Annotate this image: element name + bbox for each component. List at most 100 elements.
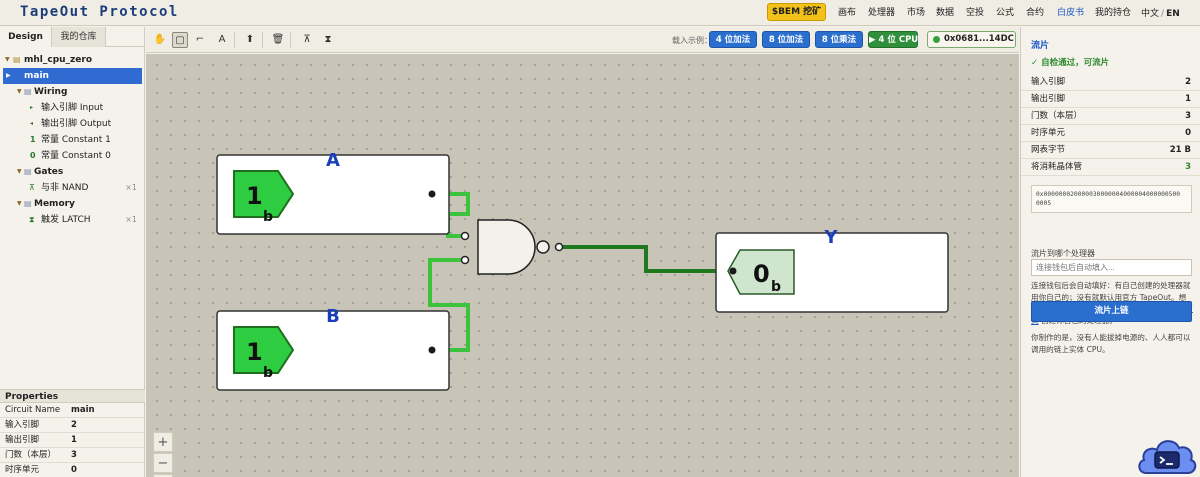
zoom-out-icon[interactable]: −: [153, 453, 173, 473]
example-4bit-cpu-button[interactable]: ▶ 4 位 CPU: [868, 31, 918, 48]
property-key: 时序单元: [5, 465, 40, 475]
chevron-down-icon[interactable]: ▼: [17, 168, 22, 175]
nand-gate[interactable]: [460, 219, 564, 275]
component-tree: ▼ ▤ mhl_cpu_zero ▶ main ▼ ▤ Wiring ▸ 输入引…: [0, 52, 145, 228]
input-a-unit: b: [263, 209, 273, 225]
stat-key: 输出引脚: [1031, 94, 1066, 104]
wire-b-to-nand[interactable]: [428, 258, 470, 352]
nav-data[interactable]: 数据: [936, 8, 955, 18]
latch-tool-icon[interactable]: ⧗: [324, 34, 332, 45]
tree-item-latch[interactable]: ⧗ 触发 LATCH ×1: [0, 212, 145, 228]
pin-tool-icon[interactable]: ⬆: [245, 34, 255, 45]
circuit-canvas[interactable]: 1 b A 1 b B: [146, 54, 1019, 477]
stat-value: 1: [1185, 94, 1191, 104]
nand-tool-icon[interactable]: ⊼: [303, 34, 311, 45]
stat-value: 3: [1185, 162, 1191, 172]
tree-item-input[interactable]: ▸ 输入引脚 Input: [0, 100, 145, 116]
nav-whitepaper[interactable]: 白皮书: [1057, 8, 1085, 18]
nav-formula[interactable]: 公式: [996, 8, 1015, 18]
property-value: 3: [71, 450, 77, 460]
app-logo[interactable]: TapeOut Protocol: [20, 4, 179, 20]
hand-tool-icon[interactable]: ✋: [153, 34, 167, 45]
left-tabs: Design 我的仓库: [0, 27, 145, 47]
target-processor-input[interactable]: [1031, 259, 1192, 276]
chevron-down-icon[interactable]: ▼: [17, 200, 22, 207]
tree-group-gates-label: Gates: [34, 167, 64, 177]
nav-market[interactable]: 市场: [907, 8, 926, 18]
tapeout-footer-note: 你制作的是，没有人能拔掉电源的、人人都可以调用的链上实体 CPU。: [1031, 333, 1191, 354]
tree-item-output[interactable]: ◂ 输出引脚 Output: [0, 116, 145, 132]
input-a-name: A: [326, 150, 340, 171]
tree-group-wiring[interactable]: ▼ ▤ Wiring: [0, 84, 145, 100]
wire-nand-to-y[interactable]: [560, 245, 732, 273]
wallet-address-button[interactable]: 0x0681...14DC: [927, 31, 1016, 48]
stat-value: 3: [1185, 111, 1191, 121]
example-8bit-adder-button[interactable]: 8 位加法: [762, 31, 810, 48]
tree-item-const1[interactable]: 1 常量 Constant 1: [0, 132, 145, 148]
stat-key: 输入引脚: [1031, 77, 1066, 87]
nav-my-holdings[interactable]: 我的持仓: [1095, 8, 1132, 18]
input-pin-a[interactable]: [216, 154, 450, 235]
tab-my-repo[interactable]: 我的仓库: [52, 27, 106, 47]
language-switch: 中文/EN: [1141, 6, 1180, 19]
tree-project[interactable]: ▼ ▤ mhl_cpu_zero: [0, 52, 145, 68]
fit-view-icon[interactable]: ⛶: [153, 474, 173, 477]
tree-item-nand[interactable]: ⊼ 与非 NAND ×1: [0, 180, 145, 196]
toolbar-divider: [234, 32, 235, 48]
property-key: 门数（本层）: [5, 450, 57, 460]
text-tool-icon[interactable]: A: [218, 34, 226, 45]
input-pin-b[interactable]: [216, 310, 450, 391]
folder-icon: ▤: [13, 55, 21, 64]
tab-design[interactable]: Design: [0, 27, 52, 47]
stat-key: 时序单元: [1031, 128, 1066, 138]
tree-item-const0[interactable]: 0 常量 Constant 0: [0, 148, 145, 164]
output-y-value: 0: [753, 260, 770, 288]
stat-row: 门数（本层）3: [1021, 108, 1200, 125]
arrow-right-icon: ▸: [30, 104, 34, 111]
wire-a-to-nand[interactable]: [432, 192, 470, 238]
input-b-value: 1: [246, 338, 263, 366]
example-8bit-multiplier-button[interactable]: 8 位乘法: [815, 31, 863, 48]
chevron-down-icon[interactable]: ▼: [17, 88, 22, 95]
left-panel: Design 我的仓库 ▼ ▤ mhl_cpu_zero ▶ main ▼ ▤ …: [0, 27, 145, 477]
nav-canvas[interactable]: 画布: [838, 8, 857, 18]
select-tool-icon[interactable]: ▢: [172, 32, 188, 48]
output-pin-y[interactable]: [715, 232, 949, 313]
lang-zh[interactable]: 中文: [1141, 9, 1160, 19]
bem-mine-button[interactable]: $BEM 挖矿: [767, 3, 826, 21]
terminal-cloud-mascot-icon[interactable]: [1136, 429, 1198, 477]
stat-key: 将消耗晶体管: [1031, 162, 1083, 172]
tree-item-nand-label: 与非 NAND: [41, 183, 89, 193]
connected-dot-icon: [933, 36, 940, 43]
tree-item-const0-label: 常量 Constant 0: [41, 151, 111, 161]
netlist-hex[interactable]: 0x000000020000030000004000004000000500 0…: [1031, 185, 1192, 213]
tree-item-output-label: 输出引脚 Output: [41, 119, 112, 129]
stat-key: 网表字节: [1031, 145, 1066, 155]
nav-airdrop[interactable]: 空投: [966, 8, 985, 18]
input-b-unit: b: [263, 365, 273, 381]
check-status: ✓ 自检通过，可流片: [1031, 58, 1110, 68]
zoom-in-icon[interactable]: +: [153, 432, 173, 452]
nav-contract[interactable]: 合约: [1026, 8, 1045, 18]
tree-group-gates[interactable]: ▼ ▤ Gates: [0, 164, 145, 180]
tree-group-memory[interactable]: ▼ ▤ Memory: [0, 196, 145, 212]
tapeout-submit-button[interactable]: 流片上链: [1031, 301, 1192, 322]
lang-en[interactable]: EN: [1166, 9, 1180, 19]
circuit-diagram: 1 b A 1 b B: [216, 150, 949, 391]
trash-icon[interactable]: 🗑: [271, 34, 285, 45]
chevron-down-icon[interactable]: ▼: [5, 56, 10, 63]
wire-tool-icon[interactable]: ⌐: [195, 34, 205, 45]
chevron-right-icon[interactable]: ▶: [6, 72, 11, 79]
zoom-controls: + − ⛶: [153, 432, 173, 477]
property-value[interactable]: main: [71, 405, 95, 415]
example-4bit-adder-button[interactable]: 4 位加法: [709, 31, 757, 48]
input-a-value: 1: [246, 182, 263, 210]
tree-main[interactable]: ▶ main: [3, 68, 142, 84]
lang-separator: /: [1161, 9, 1165, 19]
nav-processor[interactable]: 处理器: [868, 8, 896, 18]
